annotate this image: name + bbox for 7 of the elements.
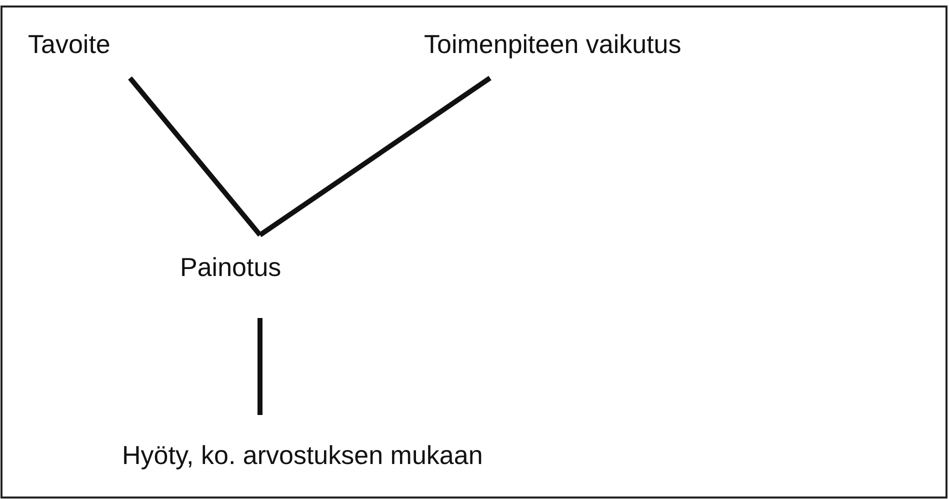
connector-line [258,318,262,415]
node-label: Tavoite [28,28,110,60]
node-label: Toimenpiteen vaikutus [424,28,682,60]
node-label: Hyöty, ko. arvostuksen mukaan [122,439,483,471]
node-label: Painotus [180,251,282,283]
connector-line [128,76,262,237]
connector-line [258,76,492,238]
